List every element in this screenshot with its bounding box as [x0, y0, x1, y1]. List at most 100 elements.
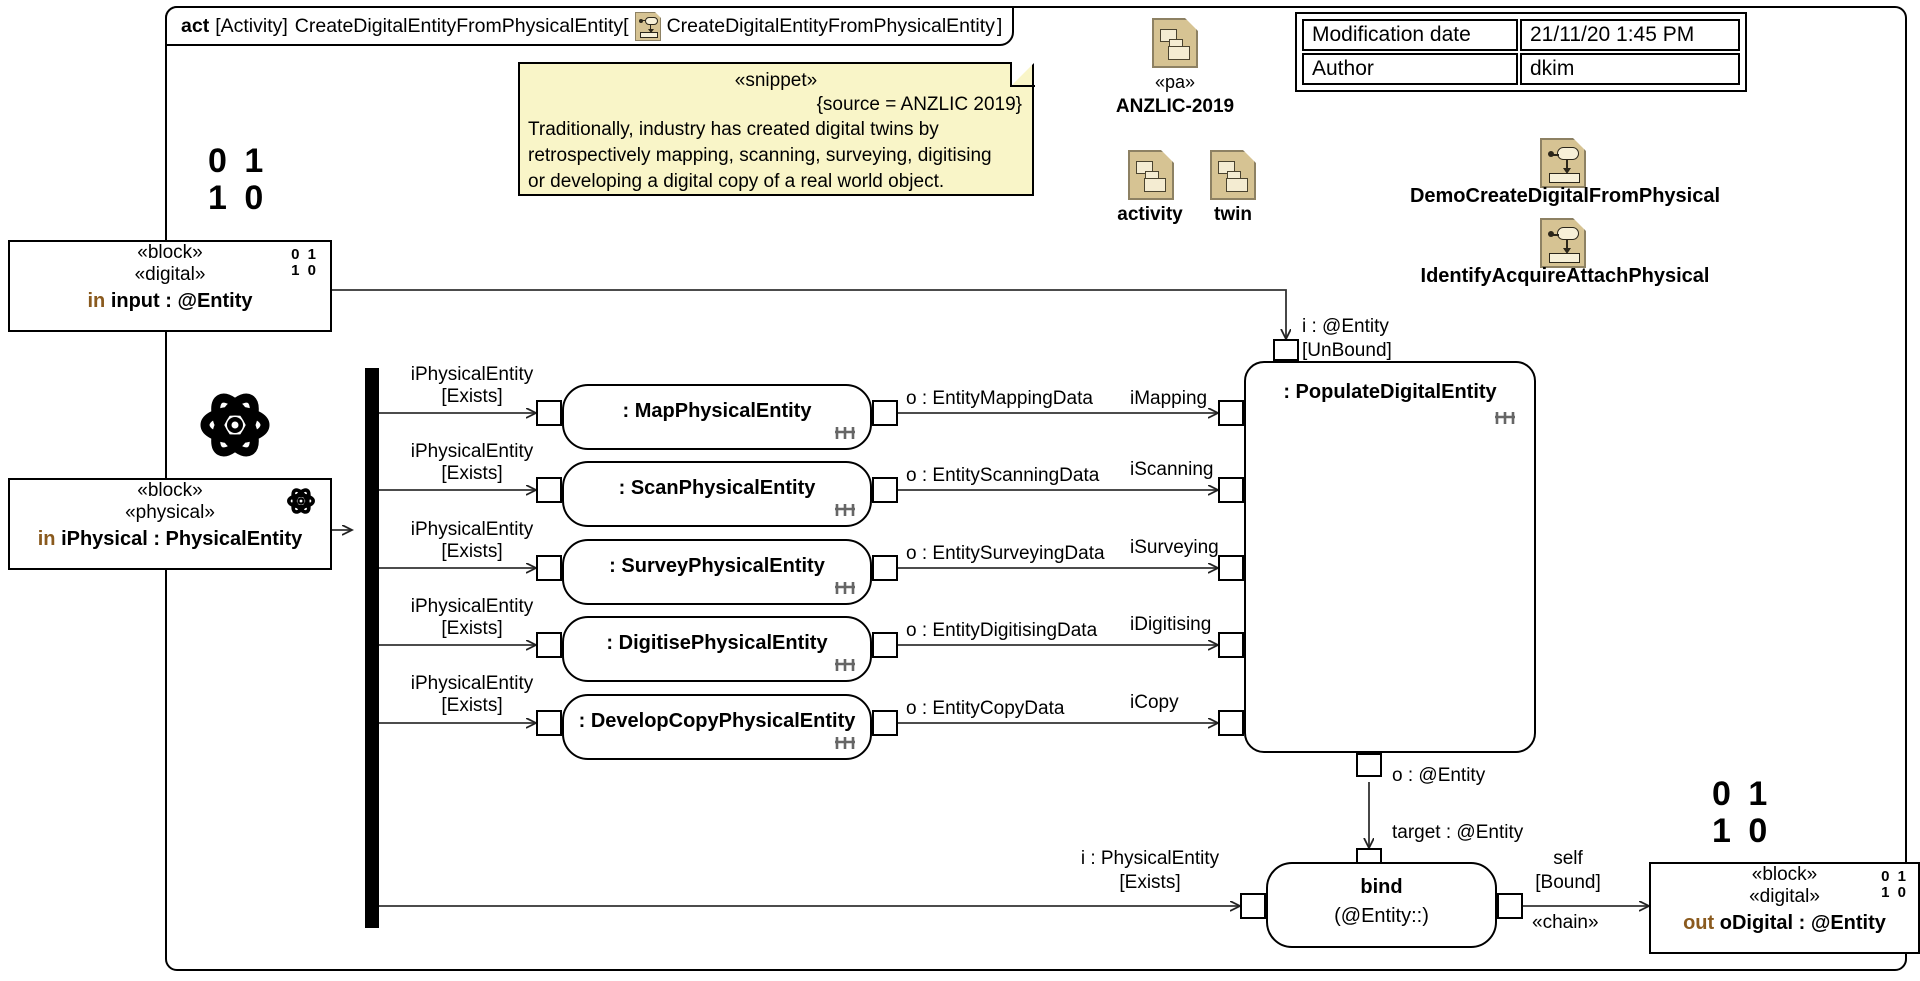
param-block-input[interactable]: «block» «digital» in input : @Entity 0 1…	[8, 240, 332, 332]
param-input-badge-bottom: 1 0	[291, 262, 318, 279]
action-bind-subtitle: (@Entity::)	[1334, 905, 1429, 927]
param-odigital-stereotype-digital: «digital»	[1749, 886, 1820, 908]
input-pin-populate-isurveying[interactable]	[1218, 555, 1244, 581]
note-fold-corner	[1011, 62, 1035, 86]
pin-label-bind-out-line1: self	[1553, 848, 1583, 869]
twin-label: twin	[1214, 204, 1252, 225]
rake-icon	[835, 737, 855, 749]
pin-label-developcopy-in-line2: [Exists]	[441, 695, 503, 716]
note-stereotype: «snippet»	[734, 70, 818, 91]
note-body-line-2: retrospectively mapping, scanning, surve…	[528, 145, 992, 167]
pin-label-scan-in-line2: [Exists]	[441, 463, 503, 484]
frame-type-label: [Activity]	[215, 14, 288, 37]
output-pin-scan[interactable]	[872, 477, 898, 503]
action-developcopy-label: : DevelopCopyPhysicalEntity	[578, 710, 856, 732]
action-scan-label: : ScanPhysicalEntity	[618, 477, 816, 499]
param-input-signature: input : @Entity	[110, 289, 253, 312]
output-pin-map[interactable]	[872, 400, 898, 426]
output-pin-digitise[interactable]	[872, 632, 898, 658]
pin-label-scan-out: o : EntityScanningData	[906, 465, 1100, 486]
input-pin-populate-top[interactable]	[1273, 339, 1299, 361]
action-populate-digital-entity[interactable]: : PopulateDigitalEntity	[1244, 361, 1536, 753]
pin-label-populate-icopy: iCopy	[1130, 692, 1179, 713]
frame-diagram-name: CreateDigitalEntityFromPhysicalEntity	[666, 14, 995, 37]
metadata-value-modification-date: 21/11/20 1:45 PM	[1520, 19, 1740, 51]
param-odigital-signature: oDigital : @Entity	[1719, 911, 1886, 934]
pin-label-populate-out: o : @Entity	[1392, 765, 1486, 786]
demo-create-digital-from-physical-label: DemoCreateDigitalFromPhysical	[1409, 185, 1721, 207]
table-row: Modification date 21/11/20 1:45 PM	[1302, 19, 1740, 51]
anzlic-label: ANZLIC-2019	[1115, 96, 1235, 117]
activity-package-icon[interactable]	[1128, 150, 1174, 200]
pin-label-populate-in-line1: i : @Entity	[1302, 316, 1389, 337]
rake-icon	[835, 504, 855, 516]
input-pin-populate-imapping[interactable]	[1218, 400, 1244, 426]
action-populate-label: : PopulateDigitalEntity	[1283, 381, 1497, 403]
output-pin-populate-bottom[interactable]	[1356, 753, 1382, 777]
edge-stereotype-chain: «chain»	[1532, 912, 1599, 933]
param-block-odigital[interactable]: «block» «digital» out oDigital : @Entity…	[1649, 862, 1920, 954]
activity-frame-header: act [Activity] CreateDigitalEntityFromPh…	[165, 6, 1015, 46]
pin-label-scan-in-line1: iPhysicalEntity	[410, 441, 534, 462]
activity-diagram-icon	[634, 10, 662, 41]
pin-label-populate-isurveying: iSurveying	[1130, 537, 1219, 558]
metadata-value-author: dkim	[1520, 53, 1740, 85]
pin-label-digitise-out: o : EntityDigitisingData	[906, 620, 1098, 641]
identify-acquire-attach-physical-label: IdentifyAcquireAttachPhysical	[1420, 265, 1710, 287]
action-digitise-label: : DigitisePhysicalEntity	[606, 632, 828, 654]
output-pin-bind-self[interactable]	[1497, 893, 1523, 919]
binary-marker-input-bottom: 1 0	[208, 179, 268, 217]
action-digitise-physical-entity[interactable]: : DigitisePhysicalEntity	[562, 616, 872, 682]
pin-label-developcopy-out: o : EntityCopyData	[906, 698, 1065, 719]
pin-label-map-in-line2: [Exists]	[441, 386, 503, 407]
input-pin-populate-iscanning[interactable]	[1218, 477, 1244, 503]
binary-marker-odigital-top: 0 1	[1712, 775, 1772, 813]
pin-label-populate-imapping: iMapping	[1130, 388, 1208, 409]
snippet-note: «snippet» {source = ANZLIC 2019} Traditi…	[518, 62, 1034, 196]
anzlic-package-icon[interactable]	[1152, 18, 1198, 68]
param-odigital-badge-bottom: 1 0	[1881, 884, 1908, 901]
action-survey-label: : SurveyPhysicalEntity	[609, 555, 825, 577]
action-bind[interactable]: bind (@Entity::)	[1266, 862, 1497, 948]
demo-create-digital-from-physical-icon[interactable]	[1540, 138, 1586, 188]
twin-package-icon[interactable]	[1210, 150, 1256, 200]
pin-label-map-in-line1: iPhysicalEntity	[410, 364, 534, 385]
identify-acquire-attach-physical-icon[interactable]	[1540, 218, 1586, 268]
pin-label-map-out: o : EntityMappingData	[906, 388, 1093, 409]
input-pin-map[interactable]	[536, 400, 562, 426]
param-iphysical-stereotype-physical: «physical»	[125, 502, 215, 524]
action-map-physical-entity[interactable]: : MapPhysicalEntity	[562, 384, 872, 450]
param-input-stereotype-block: «block»	[137, 242, 203, 263]
output-pin-survey[interactable]	[872, 555, 898, 581]
input-pin-populate-icopy[interactable]	[1218, 710, 1244, 736]
input-pin-bind[interactable]	[1240, 893, 1266, 919]
atom-icon-small	[286, 486, 316, 521]
action-survey-physical-entity[interactable]: : SurveyPhysicalEntity	[562, 539, 872, 605]
pin-label-survey-in-line1: iPhysicalEntity	[410, 519, 534, 540]
input-pin-populate-idigitising[interactable]	[1218, 632, 1244, 658]
output-pin-developcopy[interactable]	[872, 710, 898, 736]
table-row: Author dkim	[1302, 53, 1740, 85]
activity-label: activity	[1117, 204, 1183, 225]
pin-label-populate-in-line2: [UnBound]	[1302, 340, 1392, 361]
pin-label-survey-out: o : EntitySurveyingData	[906, 543, 1105, 564]
input-pin-survey[interactable]	[536, 555, 562, 581]
metadata-table: Modification date 21/11/20 1:45 PM Autho…	[1295, 12, 1747, 92]
pin-label-populate-idigitising: iDigitising	[1130, 614, 1212, 635]
pin-label-bind-out-line2: [Bound]	[1535, 872, 1601, 893]
action-scan-physical-entity[interactable]: : ScanPhysicalEntity	[562, 461, 872, 527]
input-pin-digitise[interactable]	[536, 632, 562, 658]
input-pin-scan[interactable]	[536, 477, 562, 503]
activity-frame	[165, 6, 1907, 971]
action-map-label: : MapPhysicalEntity	[622, 400, 812, 422]
action-develop-copy-physical-entity[interactable]: : DevelopCopyPhysicalEntity	[562, 694, 872, 760]
input-pin-developcopy[interactable]	[536, 710, 562, 736]
param-block-iphysical[interactable]: «block» «physical» in iPhysical : Physic…	[8, 478, 332, 570]
atom-icon	[198, 388, 272, 467]
param-input-badge-top: 0 1	[291, 246, 318, 263]
note-body-line-3: or developing a digital copy of a real w…	[528, 171, 945, 193]
rake-icon	[835, 659, 855, 671]
binary-marker-input-top: 0 1	[208, 142, 268, 180]
pin-label-bind-in-line1: i : PhysicalEntity	[1080, 848, 1220, 869]
